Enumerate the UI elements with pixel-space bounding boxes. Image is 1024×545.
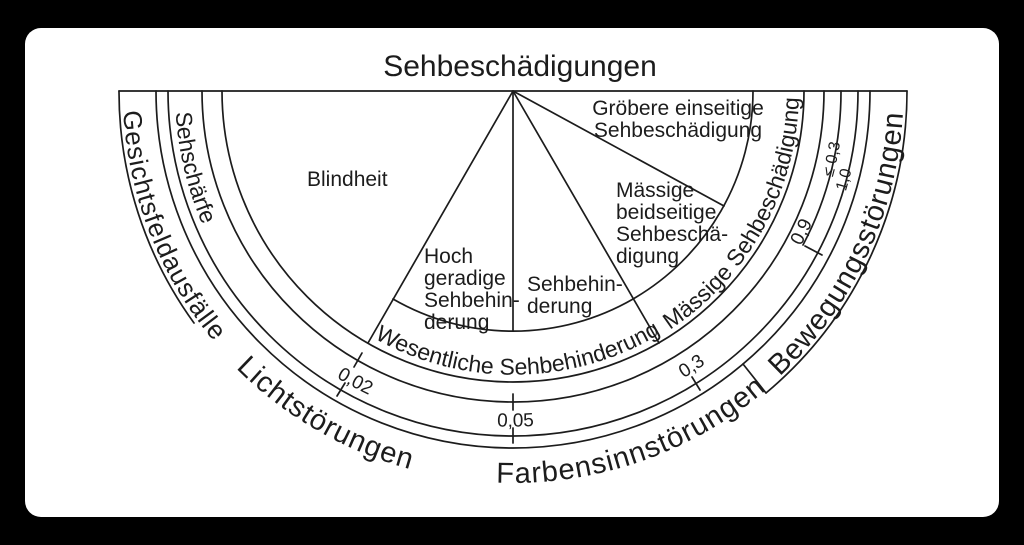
sector-label-maessige-beidseitige: Mässige beidseitige Sehbeschä- digung — [616, 179, 728, 268]
diagram-title: Sehbeschädigungen — [383, 50, 657, 83]
scale-band-mid-arc — [802, 90, 842, 246]
sector-label-line: Mässige — [616, 179, 694, 202]
outer-ring-inner-arc — [155, 90, 871, 449]
scale-value-10-text: 1,0 — [833, 167, 855, 193]
sector-label-sehbehinderung: Sehbehin- derung — [527, 273, 623, 318]
sector-label-line: Sehbeschä- — [616, 223, 728, 246]
band-label-wesentliche: Wesentliche Sehbehinderung — [372, 315, 664, 379]
outer-band-left-arc — [118, 90, 195, 324]
scale-value-le03-text: ≤ 0,3 — [820, 140, 844, 178]
scale-value-002: 0,02 — [334, 364, 376, 400]
scale-value-005: 0,05 — [497, 410, 534, 432]
band-label-sehschaerfe: Sehschärfe — [171, 111, 222, 227]
scale-value-10: 1,0 — [833, 167, 855, 193]
scale-value-005-text: 0,05 — [497, 410, 534, 432]
sector-label-groebere-einseitige: Gröbere einseitige Sehbeschädigung — [592, 97, 764, 142]
sector-label-line: Sehbehin- — [424, 289, 520, 312]
fan-outer-arc — [221, 90, 805, 383]
outer-band-right-cap — [742, 363, 767, 394]
diagram-linework — [118, 90, 908, 449]
tick-002-outer — [336, 382, 346, 397]
scale-value-le03: ≤ 0,3 — [820, 140, 844, 178]
scale-value-002-text: 0,02 — [334, 364, 376, 400]
sector-label-blindheit: Blindheit — [307, 168, 388, 191]
sector-line-blindheit — [367, 90, 514, 344]
sector-label-line: derung — [424, 311, 489, 334]
sector-label-line: Gröbere einseitige — [592, 97, 764, 120]
tick-002-inner — [353, 352, 363, 368]
scale-value-09-text: 0,9 — [787, 216, 817, 249]
band-label-wesentliche-text: Wesentliche Sehbehinderung — [372, 315, 664, 379]
sector-label-hochgradige: Hoch geradige Sehbehin- derung — [424, 245, 520, 334]
tick-09-outer — [804, 245, 823, 256]
scale-value-09: 0,9 — [787, 216, 817, 249]
outer-label-farbensinnstoerungen: Farbensinnstörungen — [496, 370, 772, 490]
tick-03-outer — [691, 376, 701, 391]
band-label-sehschaerfe-text: Sehschärfe — [171, 111, 222, 227]
outer-label-farbensinnstoerungen-text: Farbensinnstörungen — [496, 370, 771, 490]
outer-band-right-arc — [765, 90, 908, 394]
sector-label-line: digung — [616, 245, 679, 268]
sector-labels: Blindheit Hoch geradige Sehbehin- derung… — [307, 97, 764, 334]
sector-label-line: Hoch — [424, 245, 473, 268]
sector-label-line: Sehbeschädigung — [594, 119, 762, 142]
sector-label-line: geradige — [424, 267, 506, 290]
sector-line-maessige-beidseitige — [512, 90, 725, 207]
sector-label-line: Sehbehin- — [527, 273, 623, 296]
sector-label-line: beidseitige — [616, 201, 716, 224]
sector-line-sehbehinderung — [512, 90, 660, 344]
sector-label-line: derung — [527, 295, 592, 318]
